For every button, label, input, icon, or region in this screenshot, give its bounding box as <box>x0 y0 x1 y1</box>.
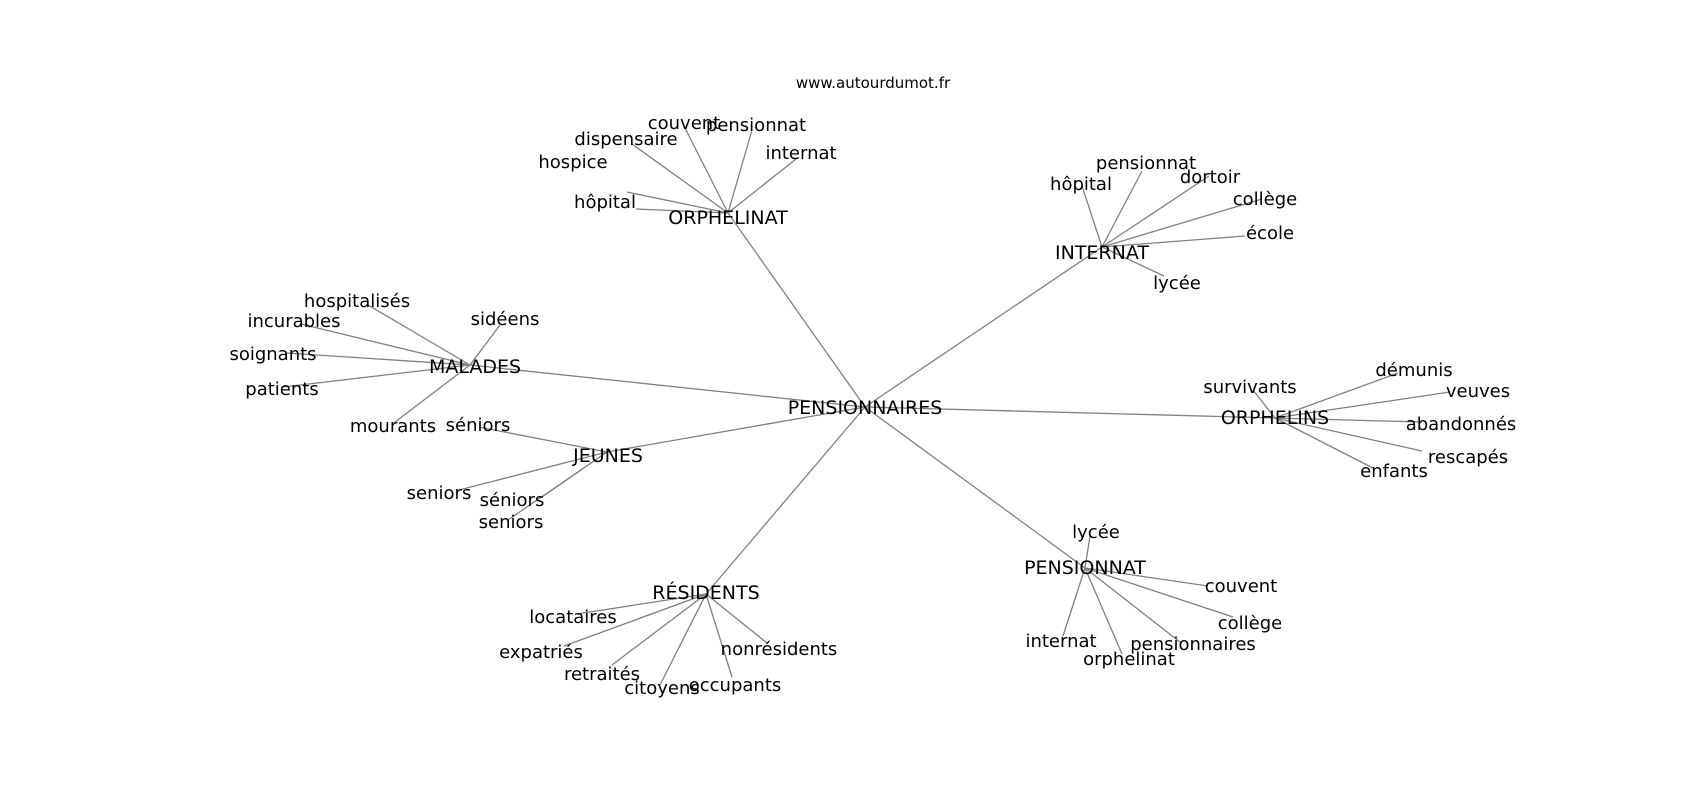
leaf-edge <box>300 323 471 366</box>
leaf-word-label: retraités <box>564 664 640 685</box>
leaf-edge <box>1274 417 1374 469</box>
leaf-word-label: locataires <box>529 607 617 628</box>
leaf-edge <box>626 191 729 214</box>
cluster-hub-label: INTERNAT <box>1055 242 1149 264</box>
leaf-edge <box>1274 417 1423 423</box>
cluster-hub-label: ORPHELINAT <box>668 207 788 229</box>
leaf-word-label: occupants <box>689 675 782 696</box>
leaf-word-label: nonrésidents <box>721 639 838 660</box>
leaf-edge <box>1062 567 1086 637</box>
leaf-word-label: internat <box>765 143 836 164</box>
leaf-edge <box>1084 567 1181 643</box>
leaf-edge <box>727 158 797 214</box>
leaf-edge <box>1101 235 1246 248</box>
leaf-word-label: rescapés <box>1428 447 1508 468</box>
leaf-word-label: école <box>1246 223 1294 244</box>
leaf-word-label: hôpital <box>1050 174 1112 195</box>
leaf-edge <box>563 593 707 647</box>
leaf-edge <box>659 593 707 686</box>
leaf-word-label: dispensaire <box>574 129 677 150</box>
leaf-edge <box>458 451 608 491</box>
leaf-word-label: lycée <box>1153 273 1201 294</box>
leaf-word-label: hospitalisés <box>304 291 410 312</box>
cluster-hub-label: JEUNES <box>572 445 643 467</box>
leaf-edge <box>684 127 729 214</box>
leaf-edge <box>1084 535 1091 569</box>
leaf-word-label: collège <box>1233 189 1298 210</box>
leaf-word-label: séniors <box>480 490 545 511</box>
leaf-edge <box>1084 567 1123 655</box>
leaf-word-label: dortoir <box>1180 167 1241 188</box>
leaf-word-label: enfants <box>1360 461 1428 482</box>
cluster-hub-label: PENSIONNAT <box>1024 557 1146 579</box>
hub-edge <box>864 246 1103 408</box>
leaf-word-label: abandonnés <box>1406 414 1517 435</box>
cluster-hub-label: RÉSIDENTS <box>652 581 759 604</box>
hub-edge <box>727 212 866 408</box>
leaf-edge <box>727 129 753 214</box>
leaf-edge <box>285 352 471 366</box>
leaf-word-label: incurables <box>247 311 340 332</box>
cluster-hub-label: MALADES <box>429 356 521 378</box>
leaf-edge <box>1081 185 1103 248</box>
leaf-edge <box>705 593 768 644</box>
leaf-edge <box>507 451 608 521</box>
hub-edge <box>606 406 866 453</box>
leaf-edge <box>1101 175 1210 248</box>
leaf-edge <box>1101 170 1143 248</box>
leaf-edge <box>635 208 729 214</box>
leaf-word-label: seniors <box>479 512 544 533</box>
leaf-word-label: patients <box>245 379 318 400</box>
leaf-edge <box>282 364 471 388</box>
leaf-edge <box>576 593 707 615</box>
leaf-edge <box>1101 246 1165 277</box>
leaf-word-label: hôpital <box>574 192 636 213</box>
leaf-word-label: survivants <box>1203 377 1296 398</box>
leaf-edge <box>705 593 733 678</box>
leaf-word-label: orphelinat <box>1083 649 1175 670</box>
leaf-word-label: pensionnat <box>1096 153 1196 174</box>
leaf-word-label: lycée <box>1072 522 1120 543</box>
hub-edge <box>864 406 1276 419</box>
leaf-word-label: couvent <box>648 113 721 134</box>
hub-edge <box>864 406 1086 569</box>
leaf-edge <box>394 364 471 423</box>
edges-layer <box>282 127 1451 686</box>
leaf-word-label: sidéens <box>471 309 540 330</box>
hub-edge <box>705 406 866 595</box>
leaf-word-label: mourants <box>350 416 436 437</box>
leaf-edge <box>1084 567 1234 618</box>
leaf-word-label: collège <box>1218 613 1283 634</box>
leaf-edge <box>1084 567 1209 587</box>
labels-layer: hôpitalhospicedispensairecouventpensionn… <box>229 113 1516 699</box>
leaf-word-label: citoyens <box>624 678 699 699</box>
leaf-edge <box>631 143 729 214</box>
leaf-edge <box>367 304 471 366</box>
leaf-word-label: séniors <box>446 415 511 436</box>
center-word-label: PENSIONNAIRES <box>788 397 943 419</box>
watermark-text: www.autourdumot.fr <box>796 74 951 92</box>
hub-edge <box>469 364 866 408</box>
leaf-word-label: pensionnaires <box>1130 634 1256 655</box>
leaf-edge <box>1274 372 1399 419</box>
leaf-edge <box>478 426 608 453</box>
leaf-edge <box>611 593 707 666</box>
leaf-word-label: hospice <box>538 152 607 173</box>
leaf-word-label: pensionnat <box>706 115 806 136</box>
leaf-word-label: seniors <box>407 483 472 504</box>
leaf-edge <box>1274 417 1423 452</box>
leaf-edge <box>469 324 501 366</box>
leaf-edge <box>1101 198 1263 248</box>
leaf-word-label: soignants <box>229 344 316 365</box>
leaf-word-label: expatriés <box>499 642 583 663</box>
leaf-word-label: veuves <box>1446 381 1510 402</box>
leaf-word-label: internat <box>1025 631 1096 652</box>
leaf-edge <box>1274 391 1451 419</box>
cluster-hub-label: ORPHELINS <box>1221 407 1329 429</box>
leaf-edge <box>1252 389 1276 419</box>
leaf-word-label: couvent <box>1205 576 1278 597</box>
leaf-word-label: démunis <box>1375 360 1452 381</box>
